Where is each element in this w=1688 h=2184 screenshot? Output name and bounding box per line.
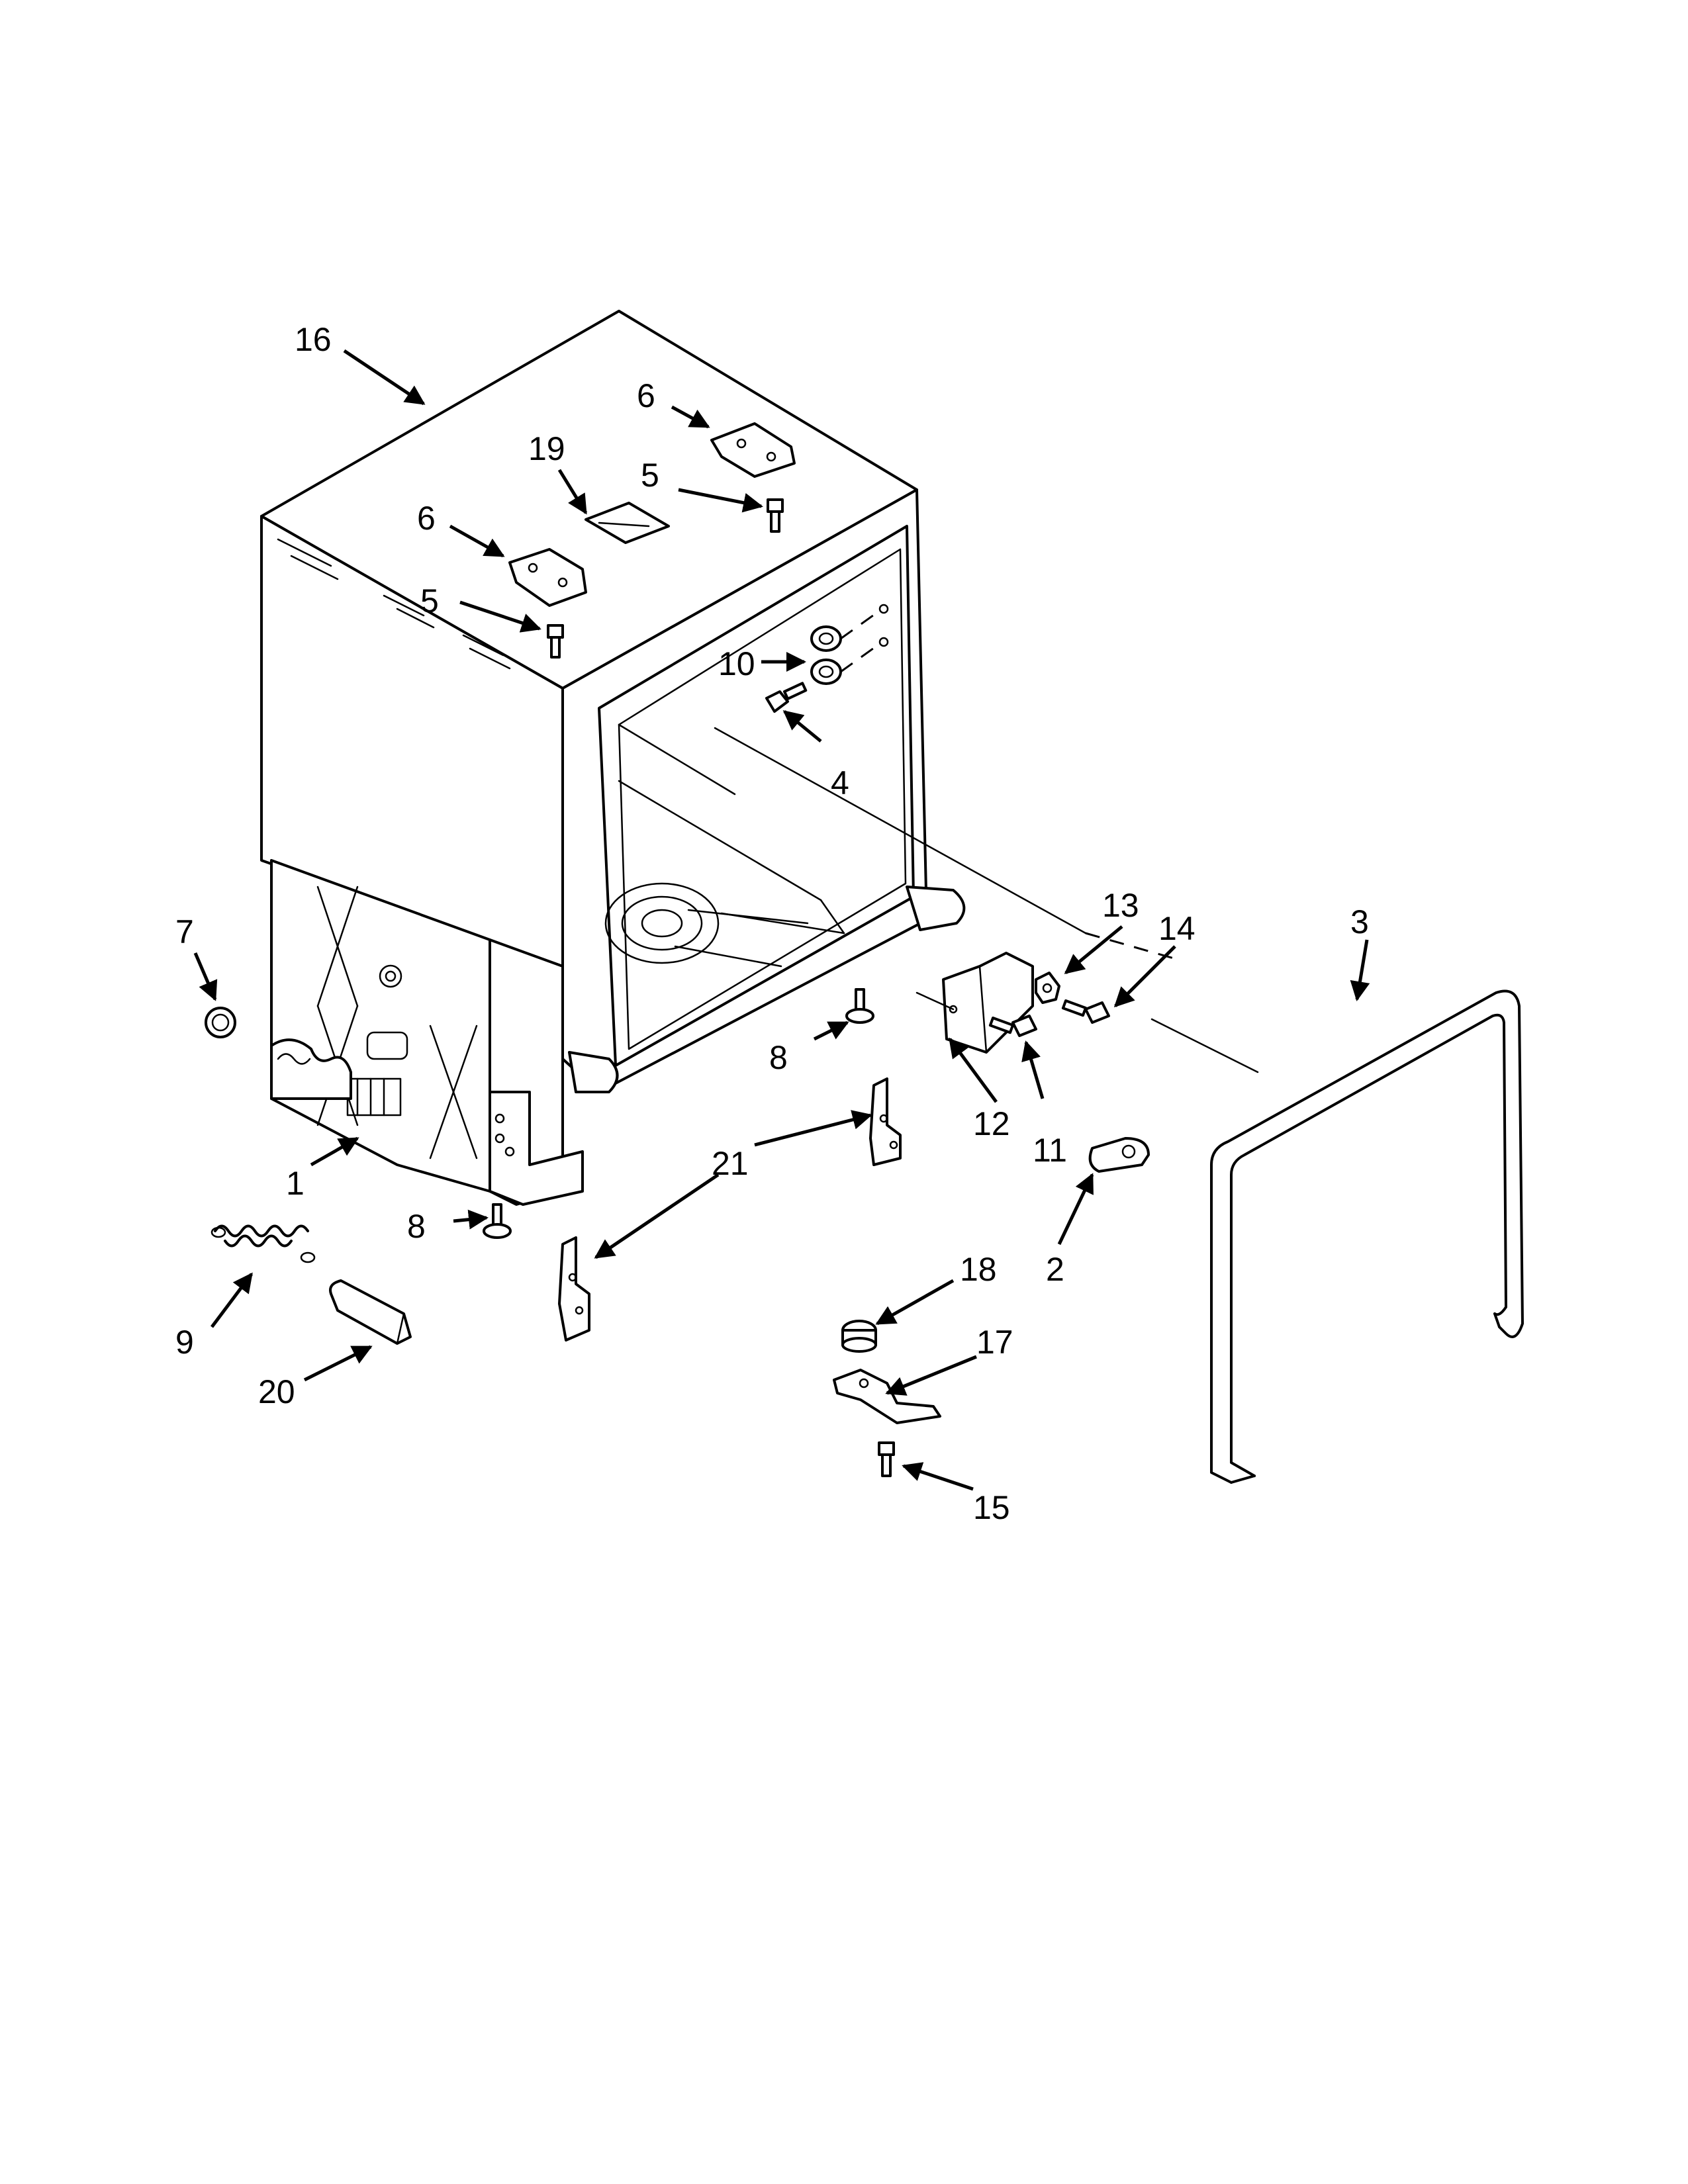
toe-bracket-upper bbox=[869, 1077, 902, 1166]
plug bbox=[205, 1007, 236, 1038]
callout-13: 13 bbox=[1102, 887, 1139, 924]
callout-12: 12 bbox=[973, 1105, 1010, 1142]
dishwasher-tub bbox=[260, 310, 966, 1206]
callout-5: 5 bbox=[420, 582, 439, 619]
hi-limit-thermostat bbox=[841, 1320, 877, 1353]
hinge-bracket-upper-right bbox=[710, 422, 796, 478]
door-strike bbox=[1088, 1137, 1150, 1173]
callout-11: 11 bbox=[1033, 1132, 1067, 1169]
callout-10: 10 bbox=[718, 645, 755, 682]
toe-bracket-lower bbox=[558, 1236, 590, 1342]
latch-screw bbox=[1061, 999, 1110, 1024]
callout-7: 7 bbox=[175, 913, 194, 950]
spring-cover bbox=[329, 1279, 412, 1345]
screw-upper-left bbox=[547, 624, 564, 659]
callout-6: 6 bbox=[417, 500, 436, 537]
thermostat-bracket bbox=[833, 1369, 941, 1424]
callout-21: 21 bbox=[712, 1145, 749, 1182]
callout-15: 15 bbox=[973, 1489, 1010, 1526]
callout-2: 2 bbox=[1046, 1251, 1064, 1288]
callout-18: 18 bbox=[960, 1251, 997, 1288]
callout-6: 6 bbox=[637, 377, 655, 414]
door-spring bbox=[211, 1224, 316, 1263]
clip bbox=[585, 502, 670, 544]
leveling-leg-upper bbox=[845, 988, 874, 1024]
callout-5: 5 bbox=[641, 457, 659, 494]
wheel-screw bbox=[765, 682, 808, 713]
callout-20: 20 bbox=[258, 1373, 295, 1410]
leveling-leg-lower bbox=[483, 1203, 512, 1239]
callout-19: 19 bbox=[528, 430, 565, 467]
callout-14: 14 bbox=[1158, 910, 1196, 947]
rack-wheels bbox=[810, 604, 889, 685]
callout-16: 16 bbox=[295, 321, 332, 358]
callout-labels: 16 6 5 19 6 5 10 4 7 1 8 8 13 14 3 12 11… bbox=[175, 321, 1369, 1526]
callout-8: 8 bbox=[769, 1039, 788, 1076]
callout-8: 8 bbox=[407, 1208, 426, 1245]
hinge-bracket-upper-left bbox=[508, 548, 587, 607]
bracket-screw bbox=[878, 1441, 895, 1477]
callout-3: 3 bbox=[1350, 903, 1369, 940]
latch-bracket bbox=[1035, 972, 1060, 1004]
callout-1: 1 bbox=[286, 1165, 305, 1202]
callout-17: 17 bbox=[976, 1324, 1013, 1361]
shield-screw bbox=[988, 1015, 1037, 1037]
door-gasket bbox=[1210, 989, 1524, 1484]
heat-shield bbox=[915, 952, 1034, 1054]
callout-9: 9 bbox=[175, 1324, 194, 1361]
screw-upper-right bbox=[767, 498, 784, 533]
callout-4: 4 bbox=[831, 764, 849, 801]
leader-lines bbox=[193, 349, 1370, 1491]
